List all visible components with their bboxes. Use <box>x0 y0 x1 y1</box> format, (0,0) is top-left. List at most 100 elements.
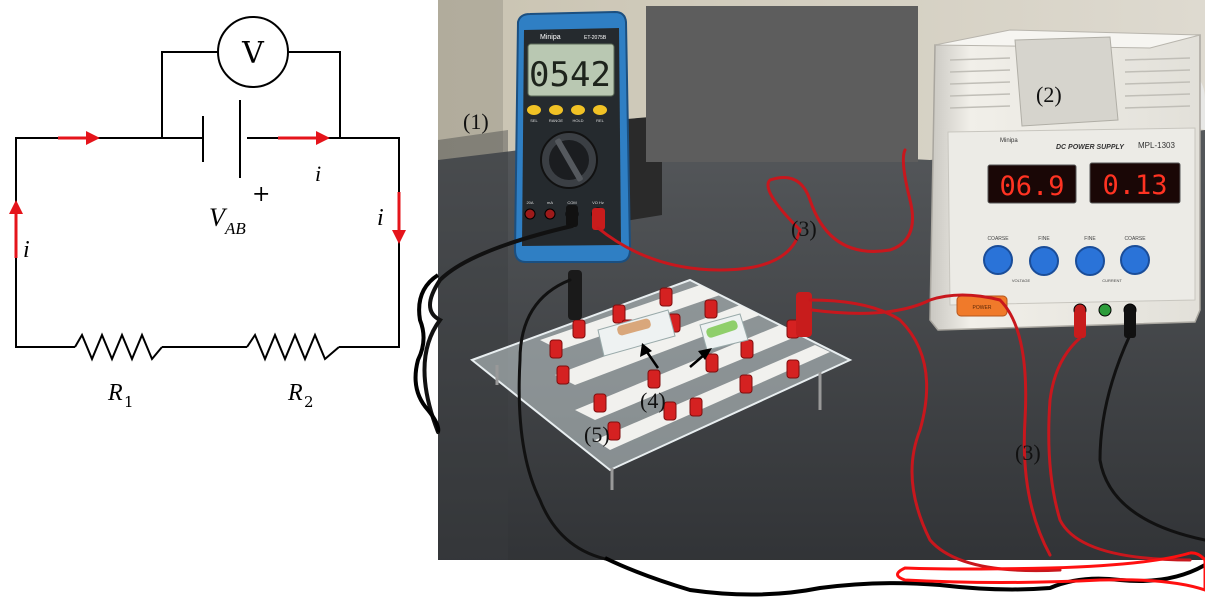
label-power-supply: (2) <box>1036 82 1062 107</box>
svg-text:AB: AB <box>224 219 246 238</box>
resistor-holders <box>597 309 749 357</box>
wire-black-meter <box>422 224 574 434</box>
board-legs <box>495 365 822 490</box>
current-arrow-top-left <box>58 131 100 145</box>
board-black-plug <box>568 270 582 320</box>
svg-text:mA: mA <box>547 200 553 205</box>
multimeter-red-plug <box>592 208 605 230</box>
psu-knob-voltage-fine[interactable] <box>1029 246 1059 276</box>
current-label-top: i <box>315 161 321 186</box>
vab-label: V AB <box>209 203 246 238</box>
svg-text:R: R <box>287 380 303 406</box>
psu-title: DC POWER SUPPLY <box>1056 144 1125 151</box>
psu-knob-current-fine[interactable] <box>1075 246 1105 276</box>
svg-text:HOLD: HOLD <box>572 118 583 123</box>
svg-text:20A: 20A <box>526 200 533 205</box>
current-arrow-right <box>392 192 406 244</box>
jack-ma[interactable] <box>544 208 556 220</box>
voltmeter-symbol: V <box>217 16 289 88</box>
multimeter-button-rel[interactable] <box>593 105 607 115</box>
svg-text:R: R <box>107 380 123 406</box>
wire-red-meter <box>596 148 914 272</box>
current-arrow-top-right <box>278 131 330 145</box>
svg-text:COM: COM <box>567 200 576 205</box>
psu-voltage-reading: 06.9 <box>999 171 1064 202</box>
multimeter-model: ET-2075B <box>584 35 607 41</box>
bench-shadow <box>438 130 508 560</box>
psu-red-plug <box>1074 310 1086 338</box>
outer-red-bottom <box>896 551 1205 592</box>
multimeter-buttons: SEL RANGE HOLD REL <box>527 105 607 123</box>
psu-brand: Minipa <box>1000 138 1018 144</box>
wire-black-board <box>517 278 612 562</box>
label-wire-lower: (3) <box>1015 440 1041 465</box>
svg-text:VΩ Hz: VΩ Hz <box>592 200 604 205</box>
svg-text:SEL: SEL <box>530 118 538 123</box>
current-label-right: i <box>377 205 384 231</box>
label-board: (5) <box>584 422 610 447</box>
multimeter-brand: Minipa <box>540 34 561 41</box>
label-multimeter: (1) <box>463 109 489 134</box>
psu-current-reading: 0.13 <box>1102 170 1167 201</box>
r1-label: R 1 <box>107 380 134 411</box>
multimeter-dial[interactable] <box>540 131 598 189</box>
psu-terminal-ground[interactable] <box>1098 303 1112 317</box>
power-supply: Minipa DC POWER SUPPLY MPL-1303 06.9 0.1… <box>929 29 1201 338</box>
board-red-plug <box>796 292 812 337</box>
wires <box>422 148 1205 573</box>
connection-board <box>469 270 853 490</box>
svg-text:COARSE: COARSE <box>1124 236 1146 242</box>
battery-cell <box>202 100 241 178</box>
psu-current-display <box>1089 162 1181 204</box>
voltmeter-label: V <box>241 36 265 71</box>
resistor-r1-photo <box>617 318 651 336</box>
svg-text:REL: REL <box>596 118 605 123</box>
jack-20a[interactable] <box>524 208 536 220</box>
resistor-r1 <box>74 332 163 362</box>
psu-power-label: POWER <box>973 305 992 311</box>
svg-text:VOLTAGE: VOLTAGE <box>1012 278 1031 283</box>
svg-text:CURRENT: CURRENT <box>1102 278 1122 283</box>
redacted-block <box>646 6 918 162</box>
multimeter-reading: 0542 <box>529 55 611 95</box>
current-arrows <box>9 131 406 258</box>
circuit-wires <box>15 51 400 348</box>
svg-text:FINE: FINE <box>1038 236 1050 242</box>
multimeter-button-hold[interactable] <box>571 105 585 115</box>
wire-red-psu <box>810 293 1052 557</box>
svg-text:V: V <box>209 203 228 232</box>
label-resistors: (4) <box>640 388 666 413</box>
psu-black-plug <box>1124 310 1136 338</box>
psu-model: MPL-1303 <box>1138 141 1175 150</box>
resistor-r2-photo <box>706 320 738 338</box>
battery-plus-sign: + <box>252 182 270 207</box>
wire-black-psu <box>1098 333 1205 542</box>
label-wire-upper: (3) <box>791 216 817 241</box>
multimeter-lcd <box>527 43 615 97</box>
psu-vents <box>949 57 1191 109</box>
lab-photo: Minipa ET-2075B 0542 SEL RANGE HOLD REL <box>422 0 1205 602</box>
svg-text:COARSE: COARSE <box>987 236 1009 242</box>
svg-text:1: 1 <box>124 393 134 411</box>
svg-text:RANGE: RANGE <box>549 118 564 123</box>
wall-left-shadow <box>438 0 503 160</box>
multimeter-button-sel[interactable] <box>527 105 541 115</box>
multimeter: Minipa ET-2075B 0542 SEL RANGE HOLD REL <box>513 10 632 263</box>
wire-red-psu-2 <box>1047 336 1192 562</box>
psu-knob-voltage-coarse[interactable] <box>983 245 1013 275</box>
psu-knobs: COARSE FINE FINE COARSE VOLTAGE CURRENT <box>983 236 1150 283</box>
r2-label: R 2 <box>287 380 314 411</box>
svg-text:2: 2 <box>304 393 314 411</box>
psu-voltage-display <box>987 164 1077 204</box>
pointer-arrows <box>640 343 712 369</box>
outer-wires <box>413 273 1205 597</box>
multimeter-button-range[interactable] <box>549 105 563 115</box>
resistor-r2 <box>246 332 340 362</box>
psu-knob-current-coarse[interactable] <box>1120 245 1150 275</box>
outer-black-left <box>413 273 441 433</box>
current-arrow-left <box>9 200 23 258</box>
svg-text:FINE: FINE <box>1084 236 1096 242</box>
multimeter-black-plug <box>566 205 578 227</box>
